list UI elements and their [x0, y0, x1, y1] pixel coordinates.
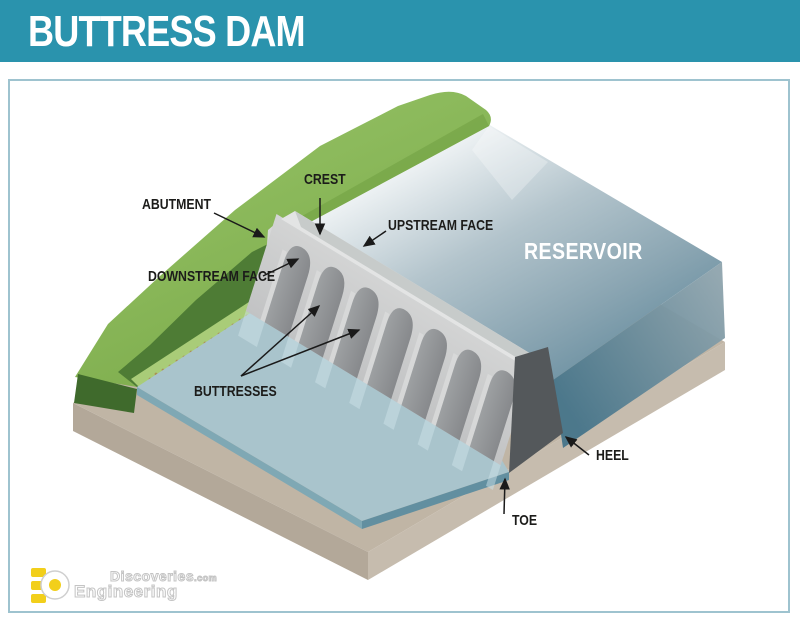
dam-upstream-face: [295, 211, 547, 376]
abutment-arrow: [213, 212, 266, 238]
toe-arrow: [499, 477, 510, 515]
dam: [238, 211, 563, 490]
submerged-buttress-legs: [238, 310, 501, 490]
buttresses-arrow-2: [240, 328, 361, 377]
buttress-edge-highlights: [260, 249, 493, 447]
buttress-arches: [264, 245, 516, 462]
dam-downstream-face: [238, 213, 532, 490]
buttresses-arrow-1: [240, 304, 321, 377]
downstream-face-arrow: [262, 258, 300, 277]
tailwater: [137, 308, 509, 529]
water-glare: [472, 126, 548, 200]
reservoir-water: [301, 124, 725, 448]
upstream-face-label: UPSTREAM FACE: [388, 217, 494, 234]
annotation-arrows: [213, 198, 590, 515]
page-title: BUTTRESS DAM: [28, 7, 306, 56]
logo-engineering-text: Engineering: [73, 582, 178, 602]
hillside-abutment: [74, 91, 491, 413]
reservoir-label: RESERVOIR: [524, 238, 643, 264]
crest-label: CREST: [304, 171, 346, 188]
heel-label: HEEL: [596, 447, 629, 464]
engineering-discoveries-logo: Discoveries.com Engineering: [28, 564, 248, 610]
logo-text: Discoveries.com Engineering: [73, 568, 218, 602]
toe-label: TOE: [512, 512, 538, 529]
header-bar: BUTTRESS DAM: [0, 0, 800, 62]
upstream-face-arrow: [362, 230, 387, 247]
abutment-label: ABUTMENT: [142, 196, 212, 213]
downstream-face-label: DOWNSTREAM FACE: [148, 268, 276, 285]
buttresses-label: BUTTRESSES: [194, 383, 277, 400]
dam-cross-section: [509, 347, 563, 473]
logo-com-text: .com: [194, 573, 218, 584]
heel-arrow: [564, 436, 590, 456]
logo-discoveries-text: Discoveries: [109, 568, 195, 585]
